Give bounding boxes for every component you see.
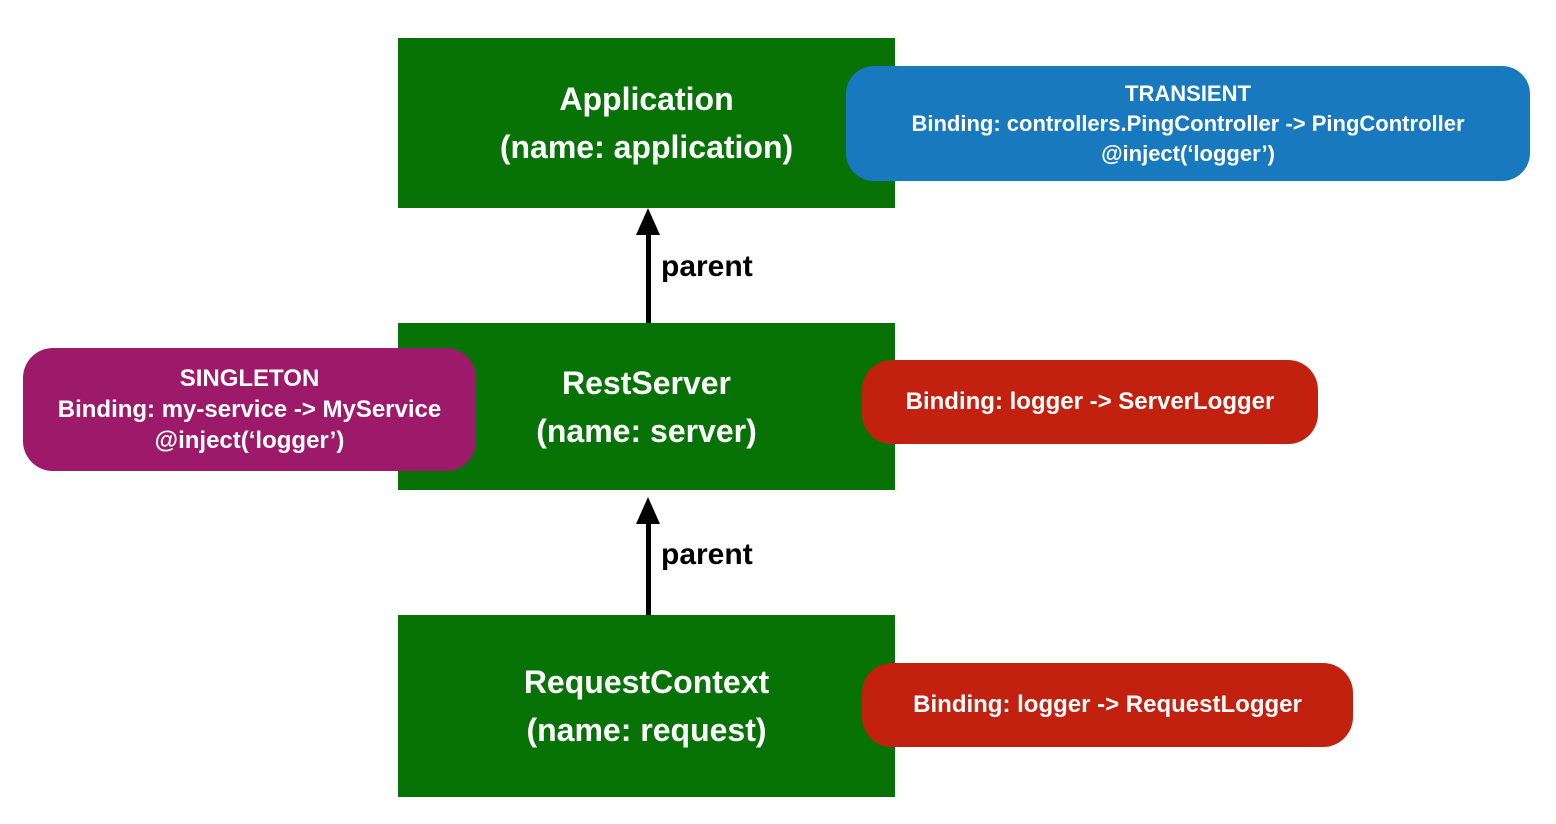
- context-title: RestServer: [562, 364, 731, 401]
- parent-arrow-label: parent: [661, 538, 753, 571]
- arrow-line: [646, 230, 651, 323]
- parent-arrow-label: parent: [661, 250, 753, 283]
- annotation-scope-label: TRANSIENT: [1125, 80, 1251, 106]
- annotation-transient: TRANSIENT Binding: controllers.PingContr…: [846, 66, 1530, 181]
- context-box-rest-server: RestServer (name: server): [398, 323, 895, 490]
- context-title: RequestContext: [523, 664, 770, 700]
- arrow-line: [646, 519, 651, 615]
- annotation-inject-text: @inject(‘logger’): [154, 427, 345, 454]
- annotation-inject-text: @inject(‘logger’): [1101, 140, 1275, 166]
- annotation-binding-text: Binding: controllers.PingController -> P…: [911, 110, 1465, 136]
- annotation-server-logger-binding: Binding: logger -> ServerLogger: [862, 360, 1318, 444]
- annotation-request-logger-binding: Binding: logger -> RequestLogger: [862, 663, 1353, 747]
- context-title: Application: [559, 81, 734, 117]
- context-subtitle: (name: request): [526, 712, 767, 748]
- annotation-binding-text: Binding: my-service -> MyService: [57, 396, 442, 423]
- annotation-binding-text: Binding: logger -> ServerLogger: [905, 388, 1275, 415]
- annotation-scope-label: SINGLETON: [179, 365, 320, 392]
- context-subtitle: (name: application): [499, 129, 794, 165]
- context-box-request-context: RequestContext (name: request): [398, 615, 895, 797]
- annotation-singleton: SINGLETON Binding: my-service -> MyServi…: [23, 348, 476, 471]
- context-subtitle: (name: server): [536, 412, 757, 449]
- context-box-application: Application (name: application): [398, 38, 895, 208]
- annotation-binding-text: Binding: logger -> RequestLogger: [913, 691, 1302, 718]
